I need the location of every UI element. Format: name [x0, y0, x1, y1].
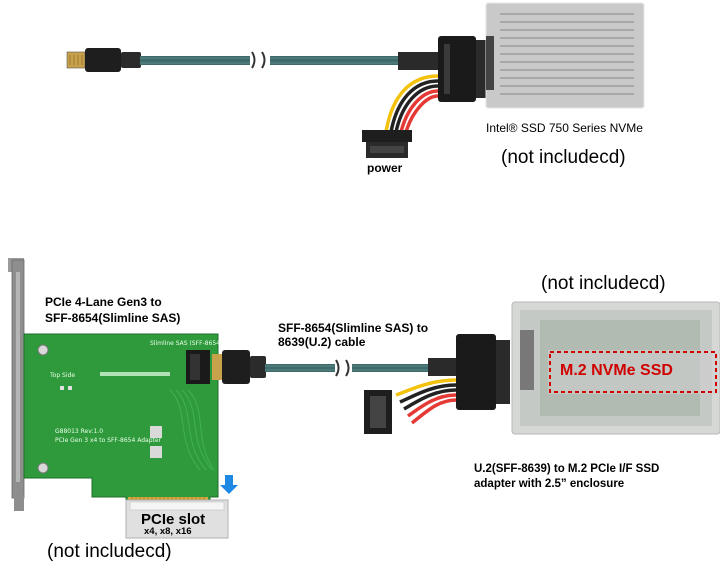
- pcie-slot-label: PCIe slot: [141, 511, 206, 528]
- bottom-cable: [265, 358, 456, 377]
- m2-enclosure: [511, 301, 720, 435]
- card-title-line2: SFF-8654(Slimline SAS): [45, 311, 181, 325]
- pcb-top-side-label: Top Side: [50, 372, 76, 379]
- bottom-u2-connector: [364, 334, 510, 434]
- enclosure-not-included-note: (not includecd): [541, 273, 666, 294]
- power-label: power: [367, 161, 403, 175]
- top-slimline-plug: [66, 48, 141, 72]
- adapter-caption-line1: U.2(SFF-8639) to M.2 PCIe I/F SSD: [474, 463, 660, 475]
- cable-break-icon: [335, 359, 350, 377]
- pcie-slot: [125, 499, 229, 539]
- cable-title-line2: 8639(U.2) cable: [278, 335, 366, 349]
- adapter-caption-line2: adapter with 2.5” enclosure: [474, 478, 625, 490]
- m2-nvme-ssd-label: M.2 NVMe SSD: [560, 362, 673, 379]
- cable-title-line1: SFF-8654(Slimline SAS) to: [278, 321, 429, 335]
- top-u2-connector: [384, 36, 490, 133]
- insert-arrow-icon: [220, 475, 238, 494]
- pcie-slot-sizes: x4, x8, x16: [144, 526, 192, 537]
- pcb-model-desc: PCIe Gen 3 x4 to SFF-8654 Adapter: [55, 437, 162, 444]
- pcie-bracket: [8, 258, 25, 511]
- card-title-line1: PCIe 4-Lane Gen3 to: [45, 295, 162, 309]
- card-not-included-note: (not includecd): [47, 541, 172, 562]
- pcb-model: G88013 Rev:1.0: [55, 428, 104, 435]
- intel-ssd-drive: [485, 2, 645, 109]
- cable-break-icon: [251, 51, 266, 69]
- bottom-slimline-plug: [212, 350, 266, 384]
- ssd-caption: Intel® SSD 750 Series NVMe: [486, 121, 643, 135]
- pcie-adapter-board: [23, 333, 219, 508]
- pcb-connector-tag: Slimline SAS (SFF-8654): [150, 340, 223, 347]
- ssd-not-included-note: (not includecd): [501, 147, 626, 168]
- top-cable: [140, 51, 438, 70]
- top-power-plug: [362, 130, 412, 158]
- m2-highlight-box: [549, 351, 717, 393]
